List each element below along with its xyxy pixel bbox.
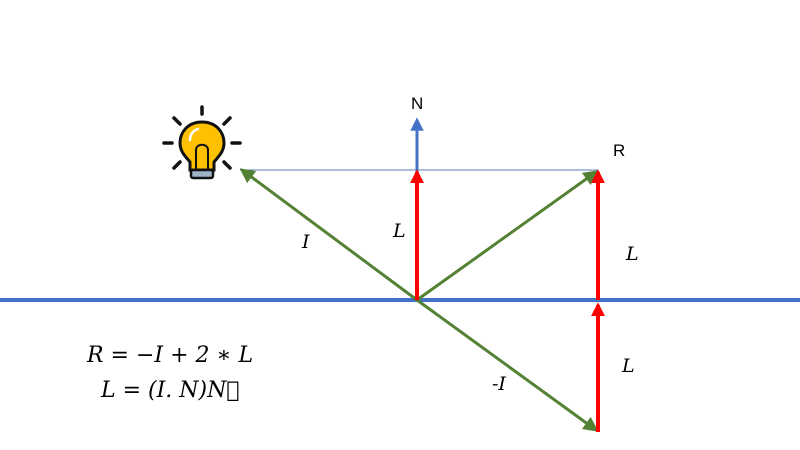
label-reflection: R [613, 141, 625, 160]
negative-incident-arrow [416, 298, 599, 432]
label-projection-center: L [392, 220, 406, 242]
incident-arrow [239, 168, 418, 302]
lightbulb-icon [162, 105, 242, 180]
label-normal: N [411, 94, 423, 113]
formula-projection: L = (I. N)N⃗ [100, 378, 240, 403]
label-projection-right-upper: L [625, 243, 639, 265]
formula-reflection: R = −I + 2 ∗ L [86, 343, 253, 368]
label-incident: I [301, 231, 310, 253]
label-projection-right-lower: L [621, 355, 635, 377]
reflection-arrow [416, 170, 599, 302]
label-negative-incident: -I [492, 373, 506, 395]
